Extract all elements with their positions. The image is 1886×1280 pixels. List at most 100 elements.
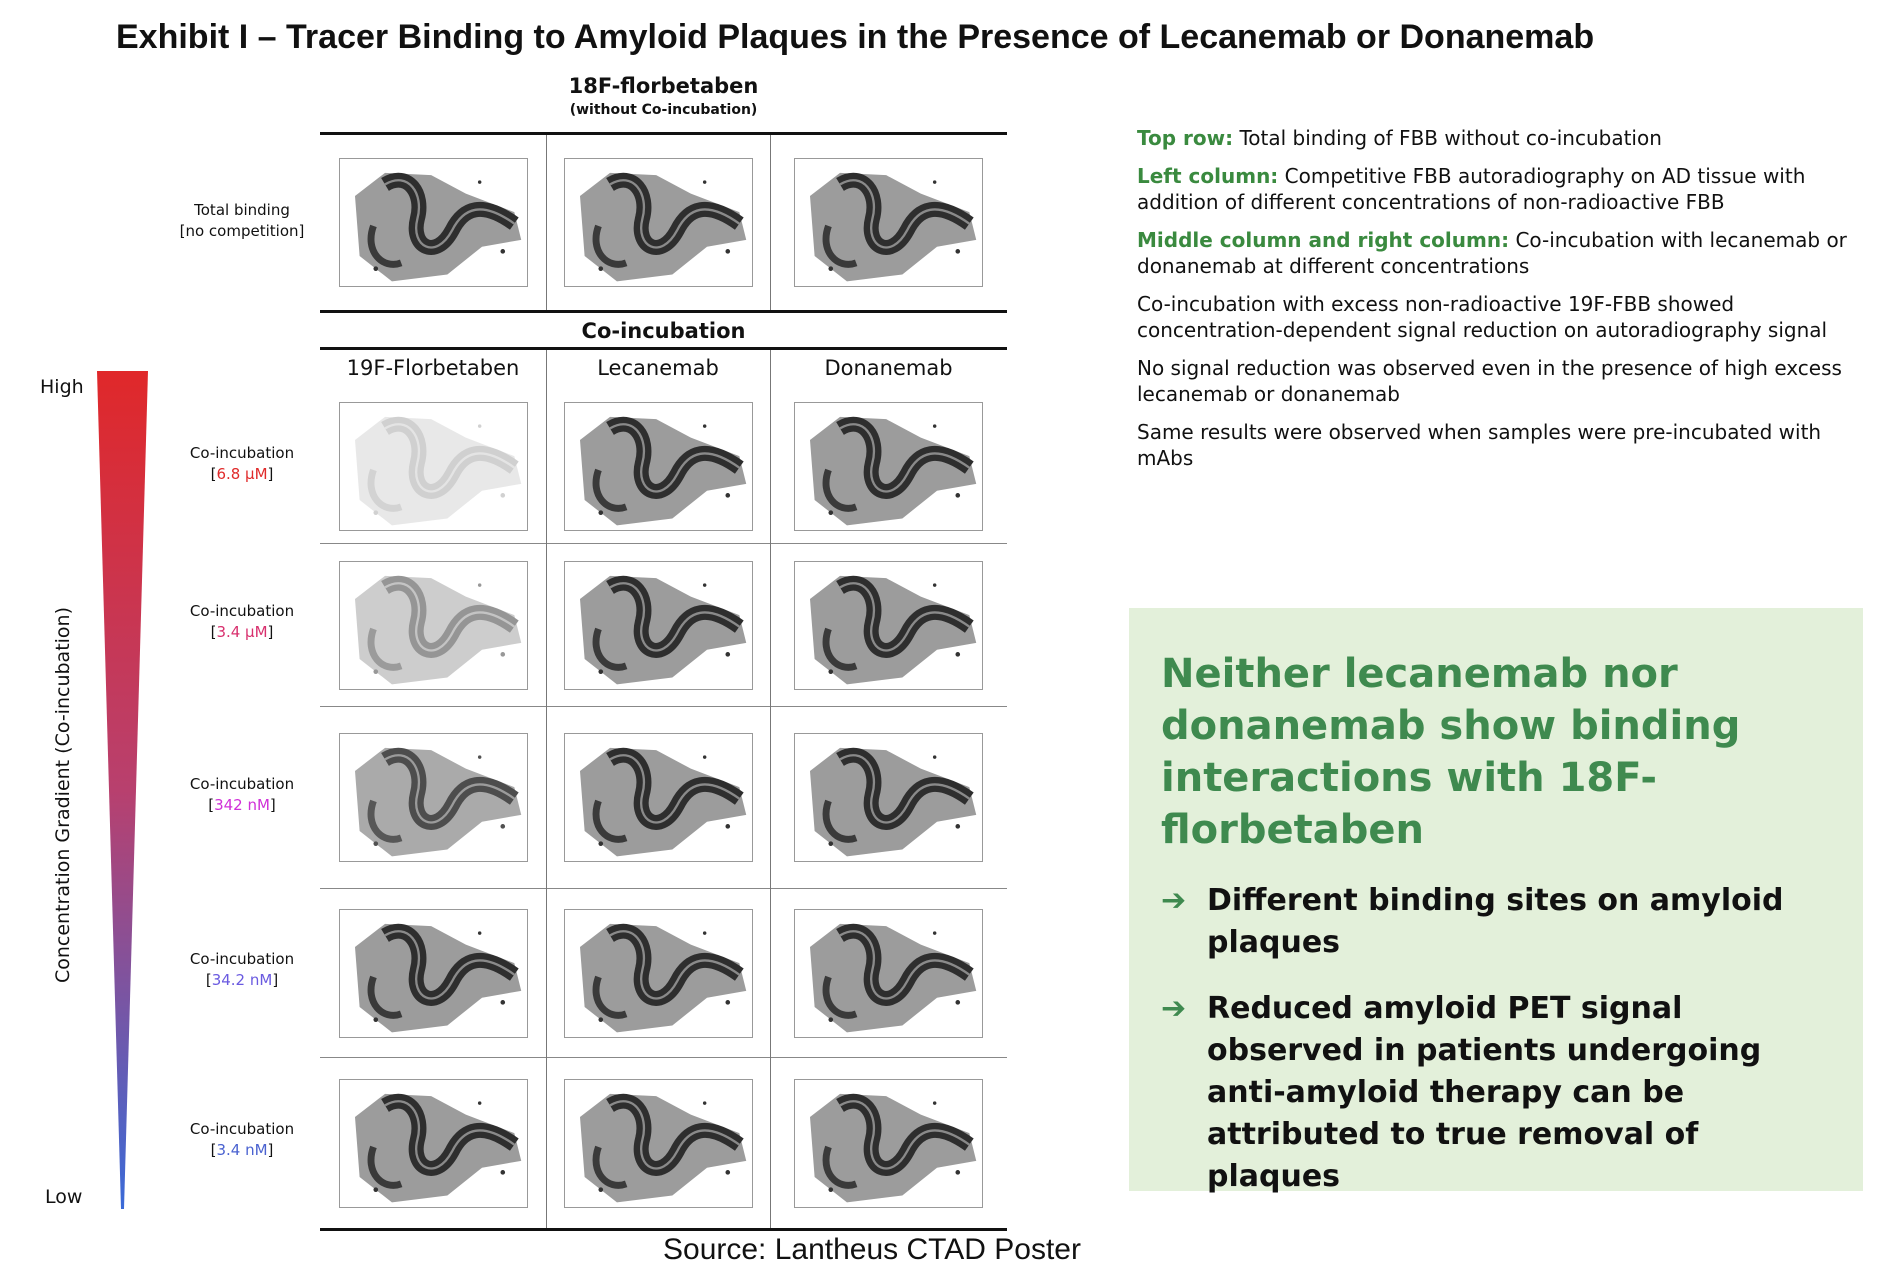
arrow-right-icon: ➔	[1161, 883, 1187, 918]
tissue-autoradiograph-image	[794, 560, 983, 690]
tissue-autoradiograph-image	[563, 158, 753, 287]
tissue-autoradiograph-image	[794, 908, 983, 1038]
autoradiography-cell	[546, 707, 770, 888]
column-header-lecanemab: Lecanemab	[597, 356, 719, 380]
autoradiography-cell	[770, 390, 1007, 543]
divider	[320, 132, 1007, 135]
tissue-autoradiograph-image	[794, 733, 983, 862]
tissue-autoradiograph-image	[794, 158, 983, 287]
row-label-conc: [3.4 µM]	[210, 623, 274, 641]
gradient-axis-label: Concentration Gradient (Co-incubation)	[52, 606, 74, 984]
concentration-gradient-wedge	[97, 371, 148, 1209]
bullet-text: Different binding sites on amyloid plaqu…	[1207, 883, 1784, 960]
conclusion-box: Neither lecanemab nor donanemab show bin…	[1129, 608, 1863, 1194]
note-text: No signal reduction was observed even in…	[1137, 356, 1842, 406]
conclusion-bullet: ➔ Different binding sites on amyloid pla…	[1161, 880, 1841, 964]
divider	[320, 1057, 1007, 1058]
autoradiography-cell	[320, 544, 546, 706]
source-caption: Source: Lantheus CTAD Poster	[663, 1233, 1081, 1266]
tissue-autoradiograph-image	[794, 1078, 983, 1208]
table-top-header: 18F-florbetaben	[568, 74, 759, 98]
row-label-conc: [342 nM]	[208, 795, 276, 814]
divider	[770, 135, 771, 310]
tissue-autoradiograph-image	[563, 402, 753, 531]
bullet-text: Reduced amyloid PET signal observed in p…	[1207, 991, 1762, 1194]
row-label-line: Total binding	[194, 201, 290, 219]
autoradiography-cell	[770, 135, 1007, 310]
column-header-19f-florbetaben: 19F-Florbetaben	[346, 356, 520, 380]
tissue-autoradiograph-image	[338, 560, 528, 690]
row-label-line: Co-incubation	[189, 1120, 295, 1138]
divider	[320, 888, 1007, 889]
autoradiography-cell	[770, 1058, 1007, 1228]
row-label-line: Co-incubation	[189, 443, 295, 462]
note-key: Top row:	[1137, 126, 1234, 150]
autoradiography-cell	[546, 390, 770, 543]
autoradiography-cell	[546, 135, 770, 310]
exhibit-title: Exhibit I – Tracer Binding to Amyloid Pl…	[116, 18, 1595, 56]
gradient-high-label: High	[40, 376, 84, 398]
note-text: Competitive FBB autoradiography on AD ti…	[1137, 164, 1806, 214]
row-label-concentration: Co-incubation [6.8 µM]	[160, 443, 324, 485]
autoradiography-cell	[320, 707, 546, 888]
divider	[320, 1228, 1007, 1231]
tissue-autoradiograph-image	[338, 733, 528, 862]
table-top-subheader: (without Co-incubation)	[569, 102, 758, 118]
notes-list: Top row: Total binding of FBB without co…	[1137, 125, 1867, 483]
conclusion-heading: Neither lecanemab nor donanemab show bin…	[1161, 651, 1741, 853]
autoradiography-cell	[320, 135, 546, 310]
note-text: Same results were observed when samples …	[1137, 420, 1822, 470]
row-label-concentration: Co-incubation [342 nM]	[160, 774, 324, 816]
note-text: Co-incubation with lecanemab or donanema…	[1137, 228, 1847, 278]
gradient-low-label: Low	[45, 1186, 83, 1208]
tissue-autoradiograph-image	[563, 733, 753, 862]
conclusion-bullet: ➔ Reduced amyloid PET signal observed in…	[1161, 988, 1841, 1198]
autoradiography-cell	[546, 1058, 770, 1228]
autoradiography-cell	[320, 1058, 546, 1228]
column-header-donanemab: Donanemab	[824, 356, 953, 380]
tissue-autoradiograph-image	[338, 1078, 528, 1208]
row-label-concentration: Co-incubation [3.4 µM]	[160, 601, 324, 643]
row-label-conc: [6.8 µM]	[210, 464, 274, 483]
tissue-autoradiograph-image	[563, 1078, 753, 1208]
tissue-autoradiograph-image	[338, 402, 528, 531]
tissue-autoradiograph-image	[338, 908, 528, 1038]
note: Left column: Competitive FBB autoradiogr…	[1137, 163, 1867, 215]
note: Top row: Total binding of FBB without co…	[1137, 125, 1867, 151]
tissue-autoradiograph-image	[338, 158, 528, 287]
note: Co-incubation with excess non-radioactiv…	[1137, 291, 1867, 343]
row-label-line: Co-incubation	[189, 602, 295, 620]
note-key: Middle column and right column:	[1137, 228, 1510, 252]
row-label-conc: [34.2 nM]	[205, 971, 279, 989]
autoradiography-cell	[770, 544, 1007, 706]
divider	[320, 310, 1007, 313]
tissue-autoradiograph-image	[563, 908, 753, 1038]
divider	[546, 135, 547, 310]
row-label-concentration: Co-incubation[3.4 nM]	[160, 1119, 324, 1161]
divider	[320, 543, 1007, 544]
divider	[770, 350, 771, 1228]
note-text: Co-incubation with excess non-radioactiv…	[1137, 292, 1828, 342]
divider	[320, 347, 1007, 350]
autoradiography-cell	[320, 889, 546, 1057]
arrow-right-icon: ➔	[1161, 991, 1187, 1026]
row-label-line: Co-incubation	[189, 774, 295, 793]
row-label-total-binding: Total binding [no competition]	[160, 200, 324, 242]
autoradiography-cell	[546, 889, 770, 1057]
note-text: Total binding of FBB without co-incubati…	[1233, 126, 1662, 150]
tissue-autoradiograph-image	[563, 560, 753, 690]
note-key: Left column:	[1137, 164, 1279, 188]
note: Middle column and right column: Co-incub…	[1137, 227, 1867, 279]
row-label-line: [no competition]	[179, 222, 305, 240]
divider	[546, 350, 547, 1228]
autoradiography-cell	[770, 707, 1007, 888]
divider	[320, 706, 1007, 707]
autoradiography-cell	[770, 889, 1007, 1057]
autoradiography-cell	[320, 390, 546, 543]
tissue-autoradiograph-image	[794, 402, 983, 531]
note: No signal reduction was observed even in…	[1137, 355, 1867, 407]
note: Same results were observed when samples …	[1137, 419, 1867, 471]
row-label-concentration: Co-incubation[34.2 nM]	[160, 949, 324, 991]
autoradiography-cell	[546, 544, 770, 706]
